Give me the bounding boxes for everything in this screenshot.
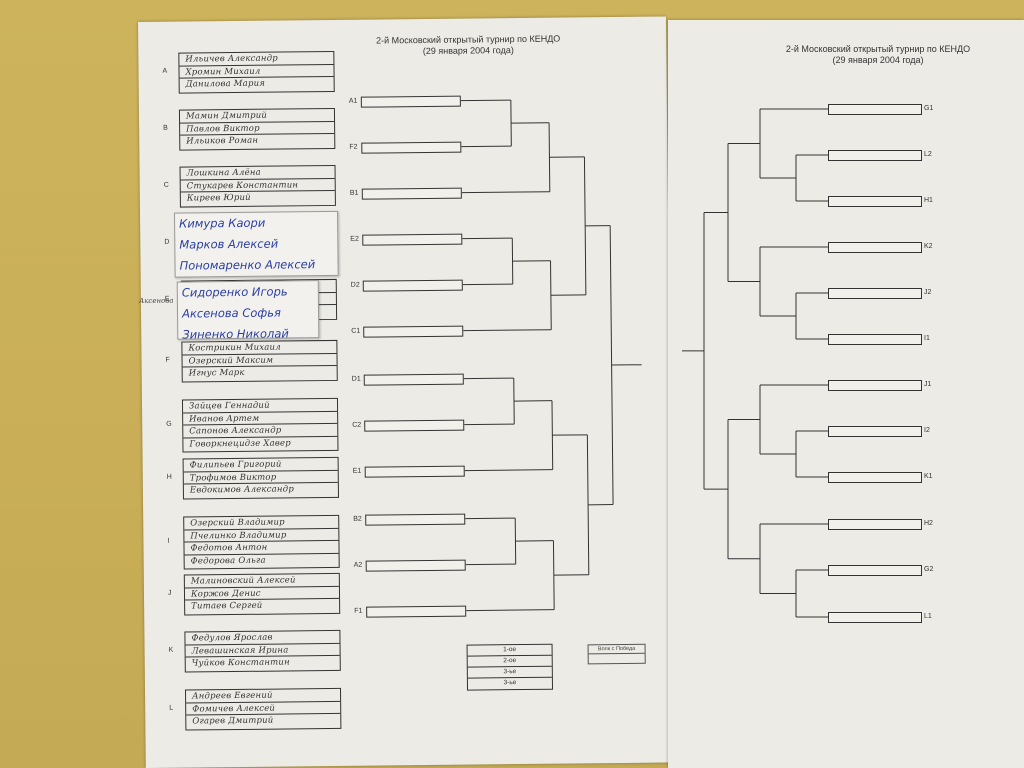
bracket-slot-label: K1 — [924, 473, 933, 480]
bracket-slot-label: F1 — [354, 607, 363, 615]
bracket-line — [465, 563, 516, 566]
participant-name: Марков Алексей — [179, 236, 279, 252]
bracket-slot — [828, 288, 922, 299]
bracket-slot — [828, 196, 922, 207]
bracket-slot-label: I1 — [924, 335, 930, 342]
bracket-slot — [828, 380, 922, 391]
bracket-slot-label: D1 — [351, 375, 361, 383]
bracket-slot — [828, 519, 922, 530]
bracket-slot-label: A1 — [348, 97, 358, 105]
bracket-slot-label: H2 — [924, 520, 933, 527]
bracket-slot — [828, 426, 922, 437]
bracket-slot — [828, 104, 922, 115]
participant-name: Пономаренко Алексей — [179, 257, 316, 273]
bracket-line — [461, 145, 512, 148]
bracket-slot — [364, 419, 465, 432]
bracket-slot — [828, 150, 922, 161]
legend-text: Волк с Победа — [588, 644, 645, 655]
bracket-slot — [363, 325, 464, 338]
bracket-slot-label: A2 — [353, 561, 363, 569]
bracket-slot-label: E2 — [350, 235, 359, 243]
bracket-slot — [363, 373, 464, 386]
bracket-slot — [361, 141, 462, 154]
bracket-slot — [365, 513, 466, 526]
bracket-slot-label: G2 — [924, 566, 934, 573]
bracket-slot-label: I2 — [924, 427, 930, 434]
bracket-line — [460, 99, 511, 102]
results-table: 1-ое 2-ое 3-ье 3-ье — [466, 643, 554, 691]
legend-box: Волк с Победа — [587, 643, 646, 665]
margin-note: Аксенова — [138, 296, 174, 306]
tournament-date: (29 января 2004 года) — [832, 55, 924, 65]
result-third-b: 3-ье — [503, 679, 517, 687]
bracket-slot-label: B2 — [353, 515, 362, 523]
bracket-line — [463, 329, 552, 332]
participant-name: Зиненко Николай — [182, 326, 289, 340]
bracket-slot-label: B1 — [349, 189, 359, 197]
bracket-slot-label: J1 — [924, 381, 932, 388]
left-bracket-lines — [460, 99, 642, 612]
participant-name: Кимура Каори — [179, 215, 266, 231]
result-first: 1-ое — [467, 644, 552, 657]
bracket-slot — [362, 233, 463, 246]
bracket-slot — [828, 472, 922, 483]
bracket-line — [464, 423, 515, 426]
bracket-line — [466, 609, 555, 612]
bracket-slot-label: F2 — [349, 143, 358, 151]
result-third-a: 3-ье — [467, 666, 552, 679]
bracket-slot-label: L1 — [924, 613, 932, 620]
bracket-slot-label: E1 — [352, 467, 362, 475]
bracket-line — [462, 237, 513, 240]
bracket-slot — [362, 279, 463, 292]
bracket-line — [586, 434, 590, 575]
bracket-line — [462, 283, 513, 286]
bracket-slot-label: G1 — [924, 105, 934, 112]
bracket-line — [465, 517, 516, 520]
bracket-slot — [364, 465, 465, 478]
right-bracket-sheet: 2-й Московский открытый турнир по КЕНДО … — [668, 20, 1024, 768]
bracket-slot — [361, 187, 462, 200]
bracket-slot — [828, 612, 922, 623]
tournament-title: 2-й Московский открытый турнир по КЕНДО — [785, 44, 971, 54]
bracket-line — [550, 260, 552, 330]
bracket-slot-label: H1 — [924, 197, 933, 204]
bracket-line — [464, 469, 553, 472]
left-bracket-sheet: 2-й Московский открытый турнир по КЕНДО … — [138, 16, 674, 768]
bracket-slot-label: C1 — [351, 327, 361, 335]
participant-name: Сидоренко Игорь — [181, 284, 288, 300]
bracket-slot-label: D2 — [350, 281, 360, 289]
bracket-slot — [828, 334, 922, 345]
bracket-slot-label: C2 — [352, 421, 362, 429]
right-bracket-lines — [682, 108, 828, 618]
bracket-slot-label: L2 — [924, 151, 932, 158]
bracket-slot — [360, 95, 461, 108]
bracket-slot — [365, 559, 466, 572]
bracket-line — [463, 377, 514, 380]
participant-name: Аксенова Софья — [181, 305, 281, 321]
result-second: 2-ое — [467, 655, 552, 668]
bracket-slot — [828, 565, 922, 576]
bracket-slot-label: J2 — [924, 289, 932, 296]
bracket-slot-label: K2 — [924, 243, 933, 250]
bracket-slot — [828, 242, 922, 253]
bracket-line — [461, 191, 550, 194]
bracket-slot — [366, 605, 467, 618]
sheet-title-right: 2-й Московский открытый турнир по КЕНДО … — [748, 44, 1008, 66]
